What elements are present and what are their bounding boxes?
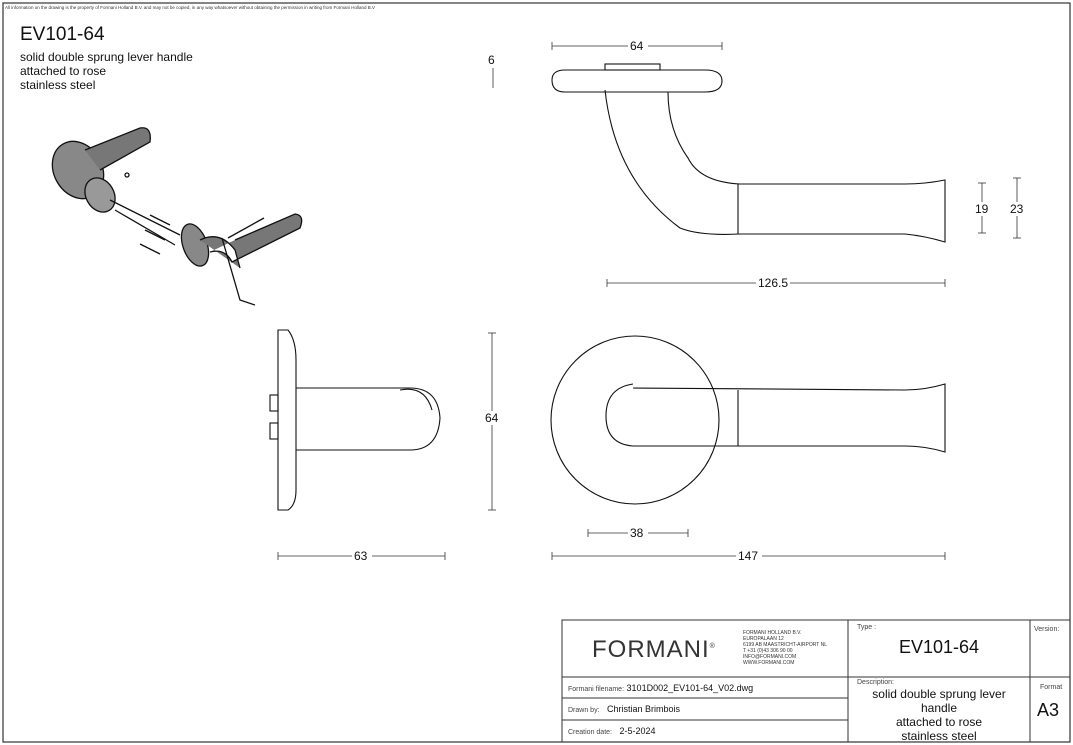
dim-lever-end-outer: 23 (1010, 202, 1024, 216)
drawing-title: EV101-64 (20, 24, 105, 45)
side-view (269, 329, 441, 511)
dim-projection: 63 (354, 549, 368, 563)
format-value: A3 (1037, 700, 1060, 720)
dim-total-length: 147 (738, 549, 758, 563)
dim-lever-end-inner: 19 (975, 202, 989, 216)
description-line: attached to rose (20, 64, 107, 78)
description-label: Description: (857, 679, 894, 686)
creation-date-value: 2-5-2024 (619, 726, 656, 736)
filename-value: 3101D002_EV101-64_V02.dwg (626, 683, 754, 693)
formani-logo: FORMANI® (592, 636, 716, 663)
dim-rose-thickness: 6 (488, 53, 495, 67)
copyright-notice: All information on the drawing is the pr… (5, 5, 376, 10)
format-label: Format (1040, 684, 1063, 691)
title-block-grid (561, 619, 1071, 743)
version-label: Version: (1034, 626, 1060, 633)
dim-inner-span: 38 (630, 526, 644, 540)
drawn-by-value: Christian Brimbois (607, 704, 681, 714)
drawn-by-label: Drawn by: (568, 707, 600, 714)
front-view (550, 335, 946, 505)
top-view (551, 63, 946, 243)
dim-rose-width: 64 (630, 39, 644, 53)
type-value: EV101-64 (898, 637, 980, 657)
filename-label: Formani filename: (568, 686, 625, 693)
type-label: Type : (857, 624, 877, 631)
description-line: solid double sprung lever handle (20, 50, 193, 64)
description-line: stainless steel (20, 78, 96, 92)
dimension-lines (277, 42, 1021, 560)
dim-rose-diameter: 64 (485, 411, 499, 425)
exploded-isometric-view (51, 127, 303, 306)
dim-lever-length: 126.5 (758, 276, 788, 290)
creation-date-label: Creation date: (568, 729, 612, 736)
